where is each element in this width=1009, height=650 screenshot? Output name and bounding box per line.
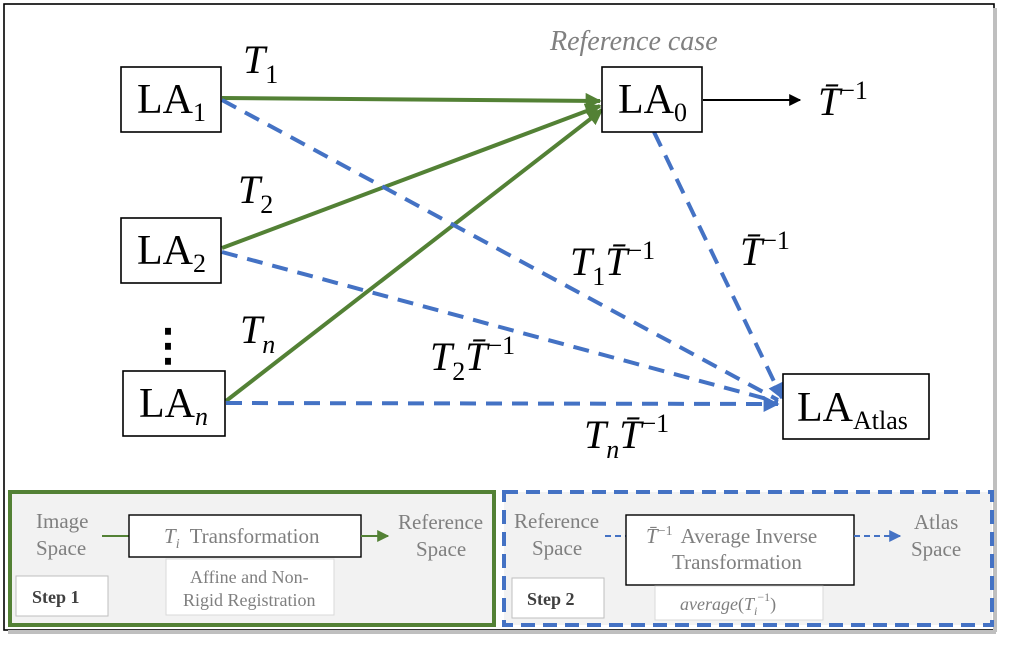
svg-text:LA1: LA1 — [137, 77, 206, 127]
node-la2: LA2 — [120, 217, 222, 284]
svg-text:Space: Space — [911, 537, 961, 561]
label-tbar-inv-out: T̄−1 — [818, 76, 868, 124]
label-t2: T2 — [238, 167, 273, 219]
svg-text:Space: Space — [36, 536, 86, 560]
label-t1-tbar-inv: T1T̄−1 — [570, 236, 655, 291]
reference-case-label: Reference case — [549, 26, 718, 57]
svg-text:Reference: Reference — [398, 510, 483, 534]
svg-text:Reference: Reference — [514, 509, 599, 533]
label-tbar-inv: T̄−1 — [740, 226, 790, 274]
node-atlas: LAAtlas — [782, 373, 930, 440]
svg-text:Image: Image — [36, 509, 88, 533]
node-la1: LA1 — [120, 66, 222, 133]
svg-text:Transformation: Transformation — [672, 550, 802, 574]
label-t2-tbar-inv: T2T̄−1 — [430, 331, 515, 386]
label-t1: T1 — [243, 37, 278, 89]
svg-text:LA2: LA2 — [137, 228, 206, 278]
svg-text:Rigid Registration: Rigid Registration — [183, 590, 316, 610]
svg-text:Atlas: Atlas — [914, 510, 958, 534]
svg-text:LAn: LAn — [139, 381, 208, 431]
svg-text:LAAtlas: LAAtlas — [797, 385, 908, 435]
arrow-lan-to-atlas — [225, 395, 780, 412]
node-la0: LA0 — [601, 66, 703, 133]
svg-text:Space: Space — [532, 536, 582, 560]
svg-text:Affine and Non-: Affine and Non- — [190, 567, 309, 587]
arrow-la1-to-atlas — [221, 98, 779, 402]
arrow-la2-to-la0 — [221, 103, 602, 250]
svg-text:average(Ti−1): average(Ti−1) — [680, 590, 776, 618]
arrow-la0-to-atlas — [652, 131, 784, 400]
arrow-lan-to-la0 — [224, 108, 604, 403]
label-tn: Tn — [240, 307, 275, 359]
svg-text:Step 1: Step 1 — [32, 587, 80, 607]
vertical-ellipsis: ⋮ — [146, 321, 190, 370]
label-tn-tbar-inv: TnT̄−1 — [584, 409, 669, 464]
arrow-la2-to-atlas — [221, 250, 779, 404]
node-lan: LAn — [122, 370, 226, 437]
svg-text:Step 2: Step 2 — [527, 589, 575, 609]
arrow-la1-to-la0 — [221, 92, 602, 109]
svg-text:Space: Space — [416, 537, 466, 561]
svg-text:LA0: LA0 — [618, 77, 687, 127]
